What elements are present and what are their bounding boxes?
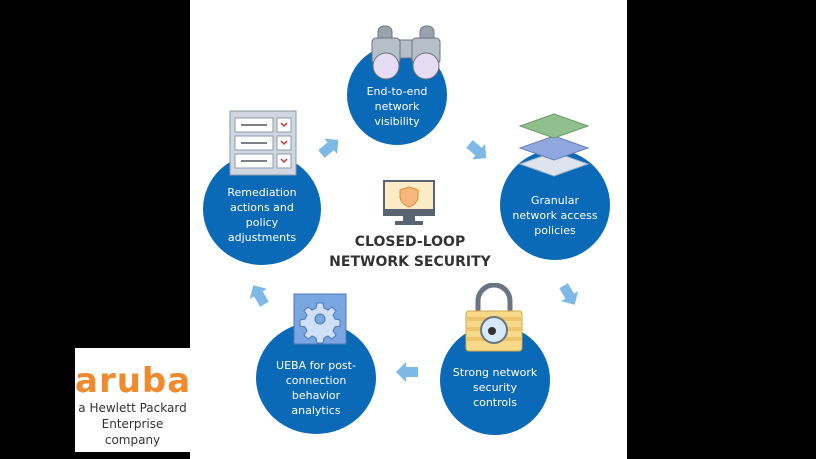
step-label: Remediation actions and policy adjustmen… (227, 186, 297, 244)
gear-icon (293, 293, 347, 345)
brand-tagline: a Hewlett Packard Enterprise company (78, 401, 187, 447)
step-label: Strong network security controls (452, 365, 538, 409)
arrow-ueba-to-remediation (249, 285, 269, 307)
brand-name: aruba (75, 361, 192, 401)
layers-icon (518, 113, 590, 177)
step-label: End-to-end network visibility (366, 84, 428, 128)
diagram-title: CLOSED-LOOP NETWORK SECURITY (329, 234, 491, 270)
monitor-shield-icon (383, 180, 435, 225)
arrow-policies-to-controls (559, 283, 579, 305)
arrow-visibility-to-policies (466, 140, 487, 160)
padlock-icon (465, 283, 523, 352)
arrow-controls-to-ueba (396, 362, 418, 382)
step-remediation: Remediation actions and policy adjustmen… (203, 153, 321, 265)
step-label: Granular network access policies (512, 193, 598, 237)
aruba-logo: aruba a Hewlett Packard Enterprise compa… (75, 348, 190, 452)
binoculars-icon (371, 25, 441, 80)
arrow-remediation-to-visibility (318, 138, 339, 158)
checklist-icon (229, 110, 297, 176)
step-label: UEBA for post- connection behavior analy… (276, 359, 356, 417)
